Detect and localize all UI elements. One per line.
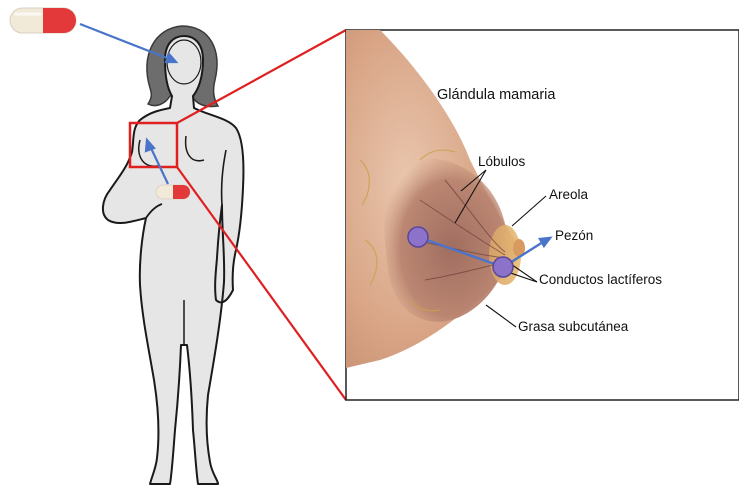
label-conductos: Conductos lactíferos [539,272,662,287]
body-silhouette [103,36,244,484]
label-lobulos: Lóbulos [478,154,526,169]
label-pezon: Pezón [555,228,593,243]
inset-panel: Glándula mamaria Lóbulos Areola Pezón Co… [346,30,739,400]
pill-capsule-icon [10,8,76,33]
marker-duct [493,257,513,277]
pill-capsule-small-icon [156,185,190,199]
body-figure [103,26,244,484]
inset-title: Glándula mamaria [437,87,556,103]
label-areola: Areola [549,187,589,202]
label-grasa: Grasa subcutánea [518,319,629,334]
marker-lobule [408,227,428,247]
